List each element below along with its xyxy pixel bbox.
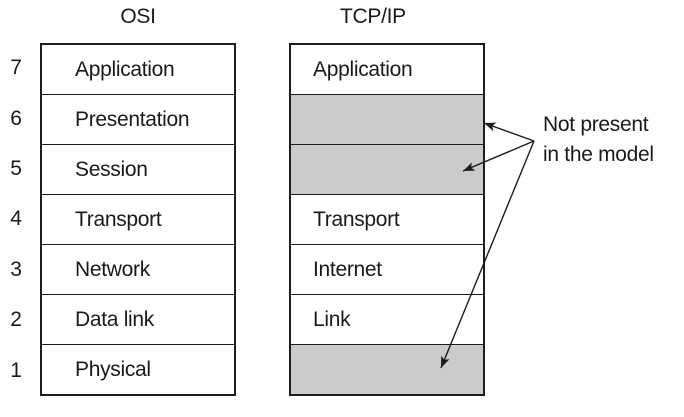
layer-number-6: 6 [10, 106, 22, 130]
osi-layer-stack: Application Presentation Session Transpo… [40, 43, 236, 396]
osi-layer-numbers: 7 6 5 4 3 2 1 [0, 43, 32, 396]
layer-number-5: 5 [10, 157, 22, 181]
not-present-annotation: Not present in the model [543, 110, 654, 170]
annotation-line-1: Not present [543, 113, 649, 136]
tcpip-column-heading: TCP/IP [340, 5, 406, 28]
osi-layer-presentation: Presentation [42, 94, 234, 144]
tcpip-layer-application: Application [313, 57, 413, 81]
tcpip-layer-transport: Transport [291, 194, 483, 244]
osi-layer-data-link: Data link [42, 294, 234, 344]
osi-layer-session: Session [42, 144, 234, 194]
tcpip-layer-internet: Internet [291, 244, 483, 294]
osi-layer-network: Network [42, 244, 234, 294]
annotation-line-2: in the model [543, 143, 654, 166]
osi-column-heading: OSI [120, 5, 156, 28]
layer-number-4: 4 [10, 207, 22, 231]
layer-number-2: 2 [10, 308, 22, 332]
layer-number-3: 3 [10, 257, 22, 281]
tcpip-not-present-row-1 [291, 94, 483, 144]
tcpip-layer-link: Link [291, 294, 483, 344]
osi-layer-physical: Physical [42, 344, 234, 394]
osi-layer-application: Application [75, 57, 175, 81]
layer-number-1: 1 [10, 358, 22, 382]
osi-layer-transport: Transport [42, 194, 234, 244]
tcpip-not-present-row-2 [291, 144, 483, 194]
tcpip-layer-stack: Application Transport Internet Link [289, 43, 485, 396]
layer-number-7: 7 [10, 56, 22, 80]
arrow-line-to-presentation-gap [483, 122, 535, 142]
tcpip-not-present-row-3 [291, 344, 483, 394]
